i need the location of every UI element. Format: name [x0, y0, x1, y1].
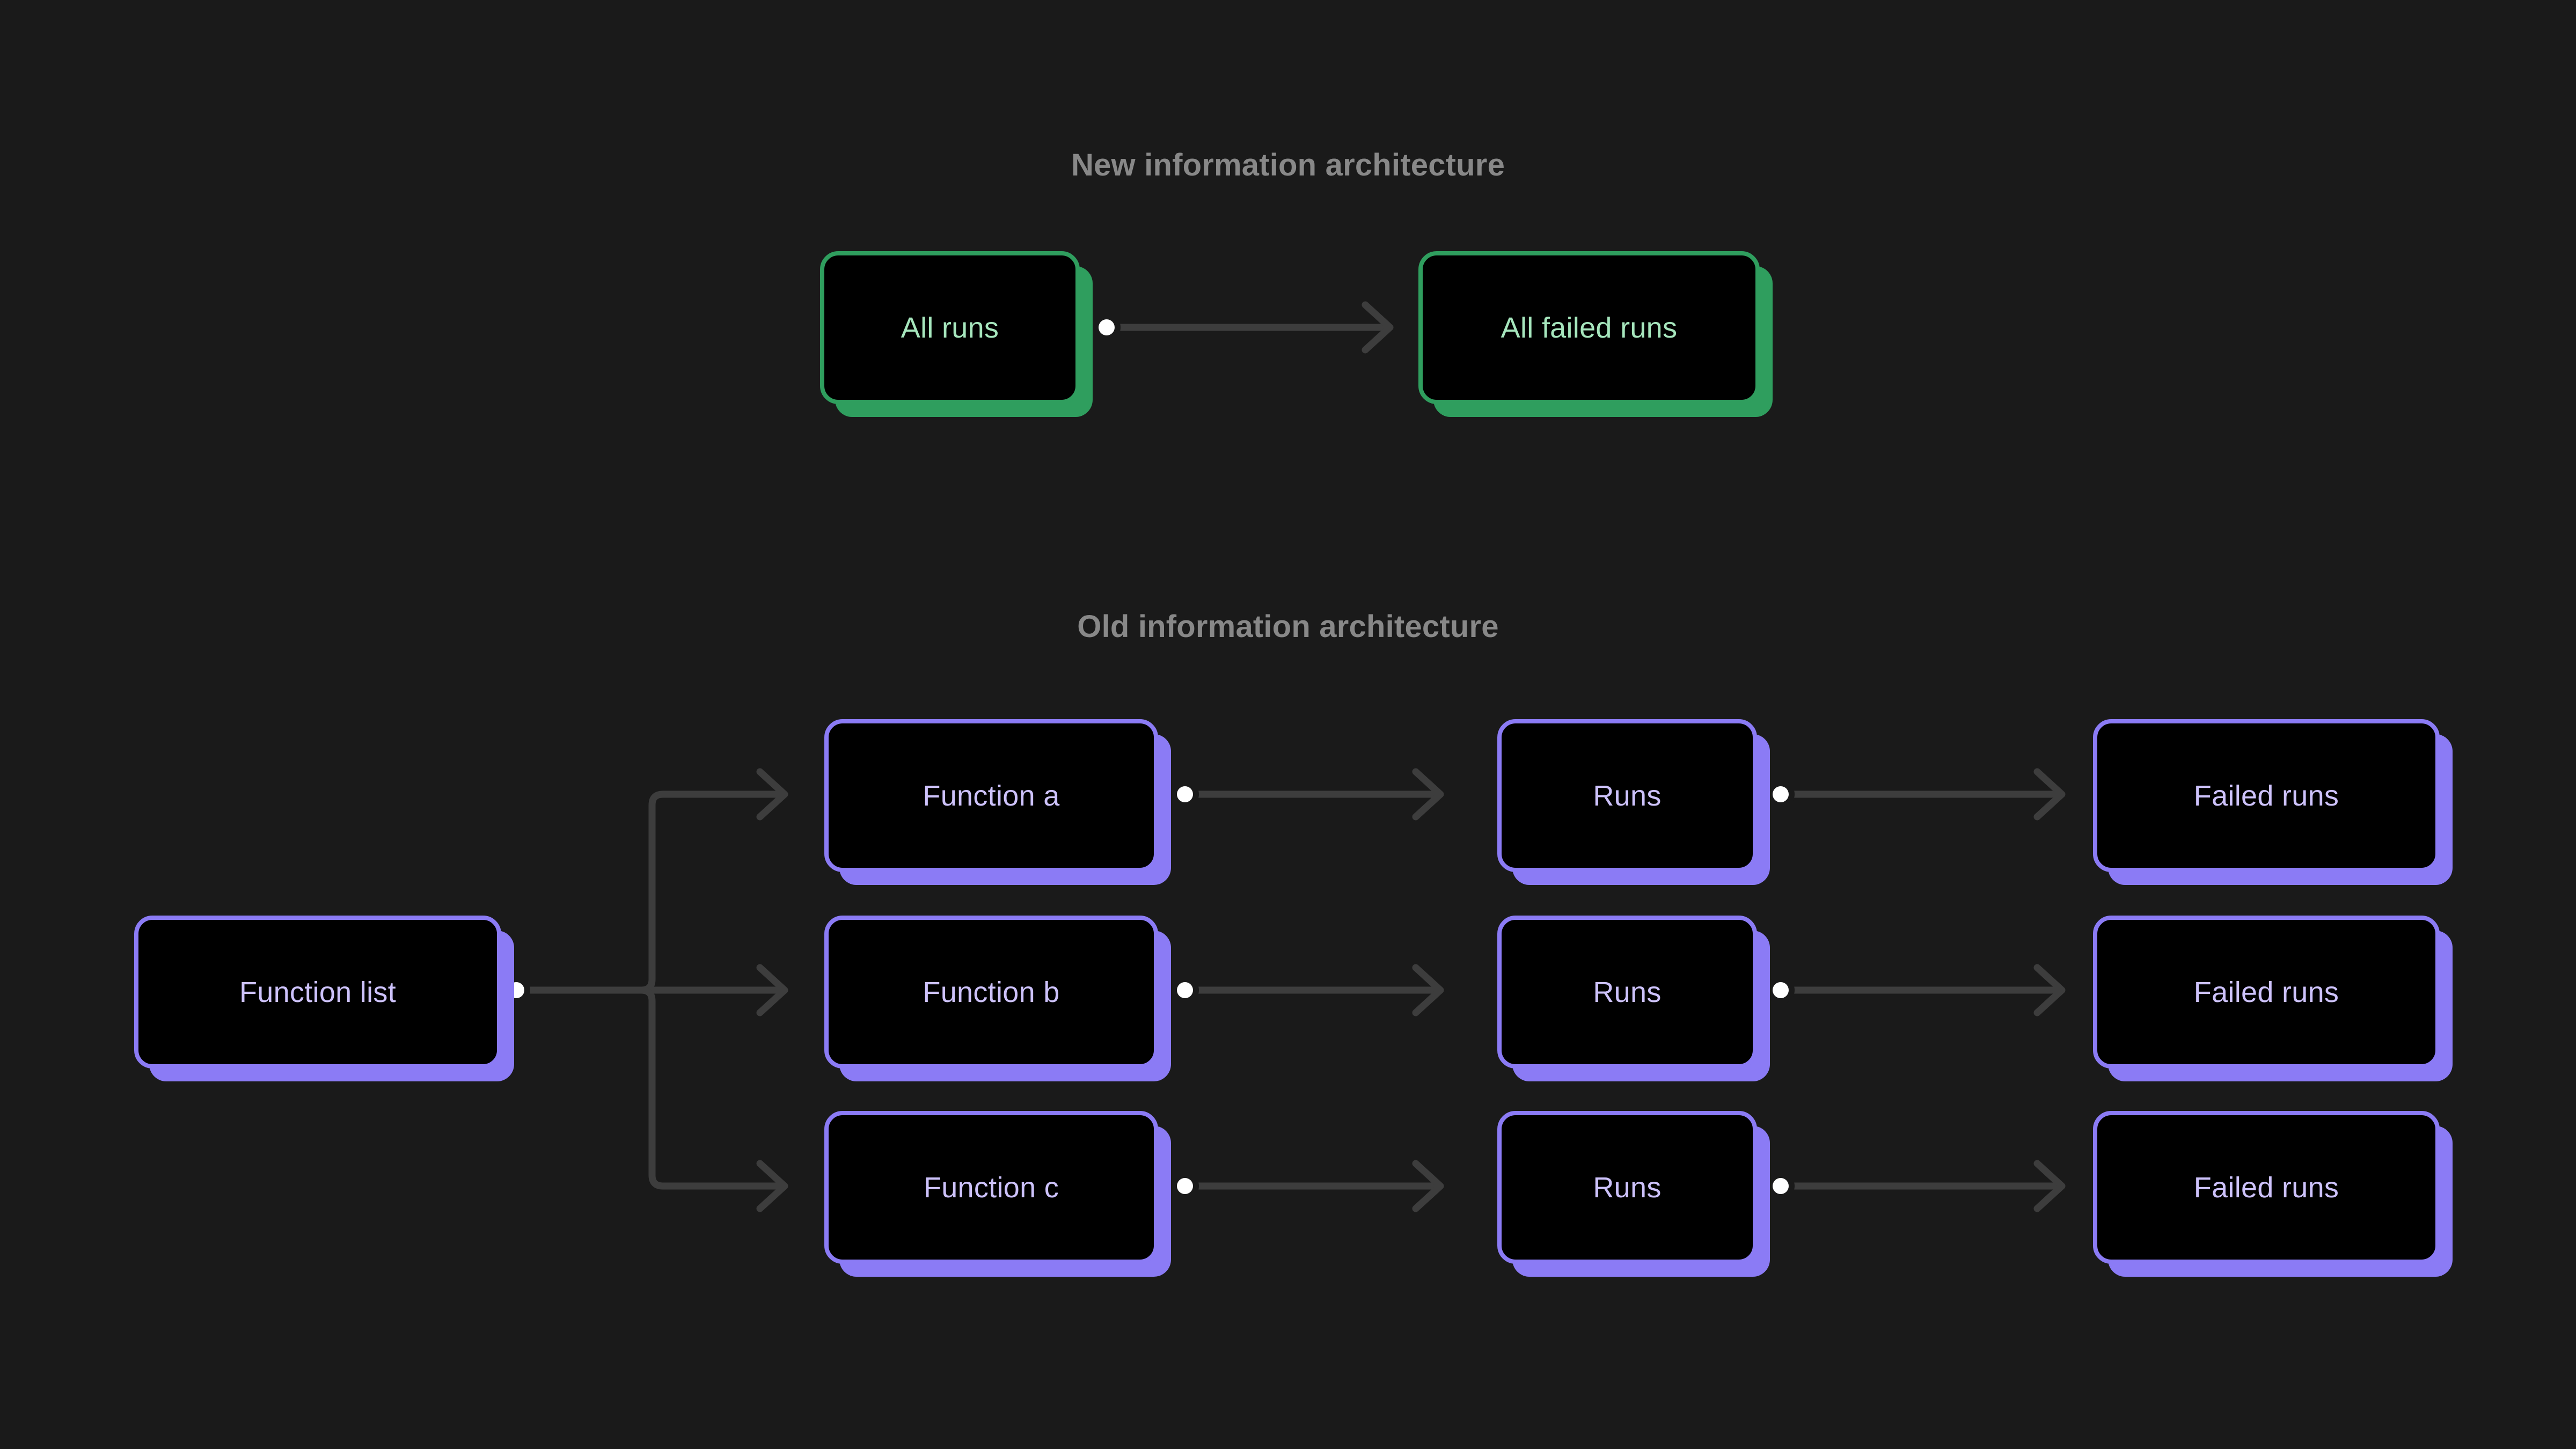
- connector-runs-a-to-failed-runs-a: [1767, 772, 2062, 817]
- connector-function-a-to-runs-a: [1171, 772, 1440, 817]
- node-function-c-label: Function c: [923, 1171, 1059, 1204]
- node-all-runs[interactable]: All runs: [820, 251, 1080, 404]
- node-failed-runs-c-label: Failed runs: [2193, 1171, 2339, 1204]
- node-all-runs-label: All runs: [901, 311, 999, 344]
- connector-runs-c-to-failed-runs-c: [1767, 1163, 2062, 1209]
- node-failed-runs-a-label: Failed runs: [2193, 779, 2339, 812]
- node-function-b-label: Function b: [923, 976, 1060, 1008]
- node-runs-b-label: Runs: [1593, 976, 1662, 1008]
- node-failed-runs-c[interactable]: Failed runs: [2093, 1111, 2440, 1264]
- connector-function-list-to-function-b: [513, 968, 785, 1013]
- node-function-list-label: Function list: [239, 976, 396, 1008]
- connector-function-list-to-function-c: [513, 986, 785, 1209]
- node-failed-runs-b[interactable]: Failed runs: [2093, 916, 2440, 1069]
- section-title-new: New information architecture: [1071, 148, 1505, 182]
- section-title-old: Old information architecture: [1077, 609, 1499, 644]
- node-runs-a-label: Runs: [1593, 779, 1662, 812]
- connector-function-list-source-dot: [502, 976, 530, 1004]
- node-function-b[interactable]: Function b: [824, 916, 1158, 1069]
- node-all-failed-runs[interactable]: All failed runs: [1418, 251, 1760, 404]
- node-runs-b[interactable]: Runs: [1497, 916, 1757, 1069]
- connector-all-runs-to-all-failed-runs: [1093, 305, 1390, 350]
- node-failed-runs-a[interactable]: Failed runs: [2093, 719, 2440, 872]
- node-failed-runs-b-label: Failed runs: [2193, 976, 2339, 1008]
- node-runs-c-label: Runs: [1593, 1171, 1662, 1204]
- node-runs-c[interactable]: Runs: [1497, 1111, 1757, 1264]
- node-function-c[interactable]: Function c: [824, 1111, 1158, 1264]
- node-function-a-label: Function a: [923, 779, 1060, 812]
- node-function-list[interactable]: Function list: [134, 916, 501, 1069]
- connector-runs-b-to-failed-runs-b: [1767, 968, 2062, 1013]
- node-runs-a[interactable]: Runs: [1497, 719, 1757, 872]
- connector-function-b-to-runs-b: [1171, 968, 1440, 1013]
- connector-function-c-to-runs-c: [1171, 1163, 1440, 1209]
- node-all-failed-runs-label: All failed runs: [1501, 311, 1678, 344]
- node-function-a[interactable]: Function a: [824, 719, 1158, 872]
- connector-function-list-to-function-a: [513, 772, 785, 994]
